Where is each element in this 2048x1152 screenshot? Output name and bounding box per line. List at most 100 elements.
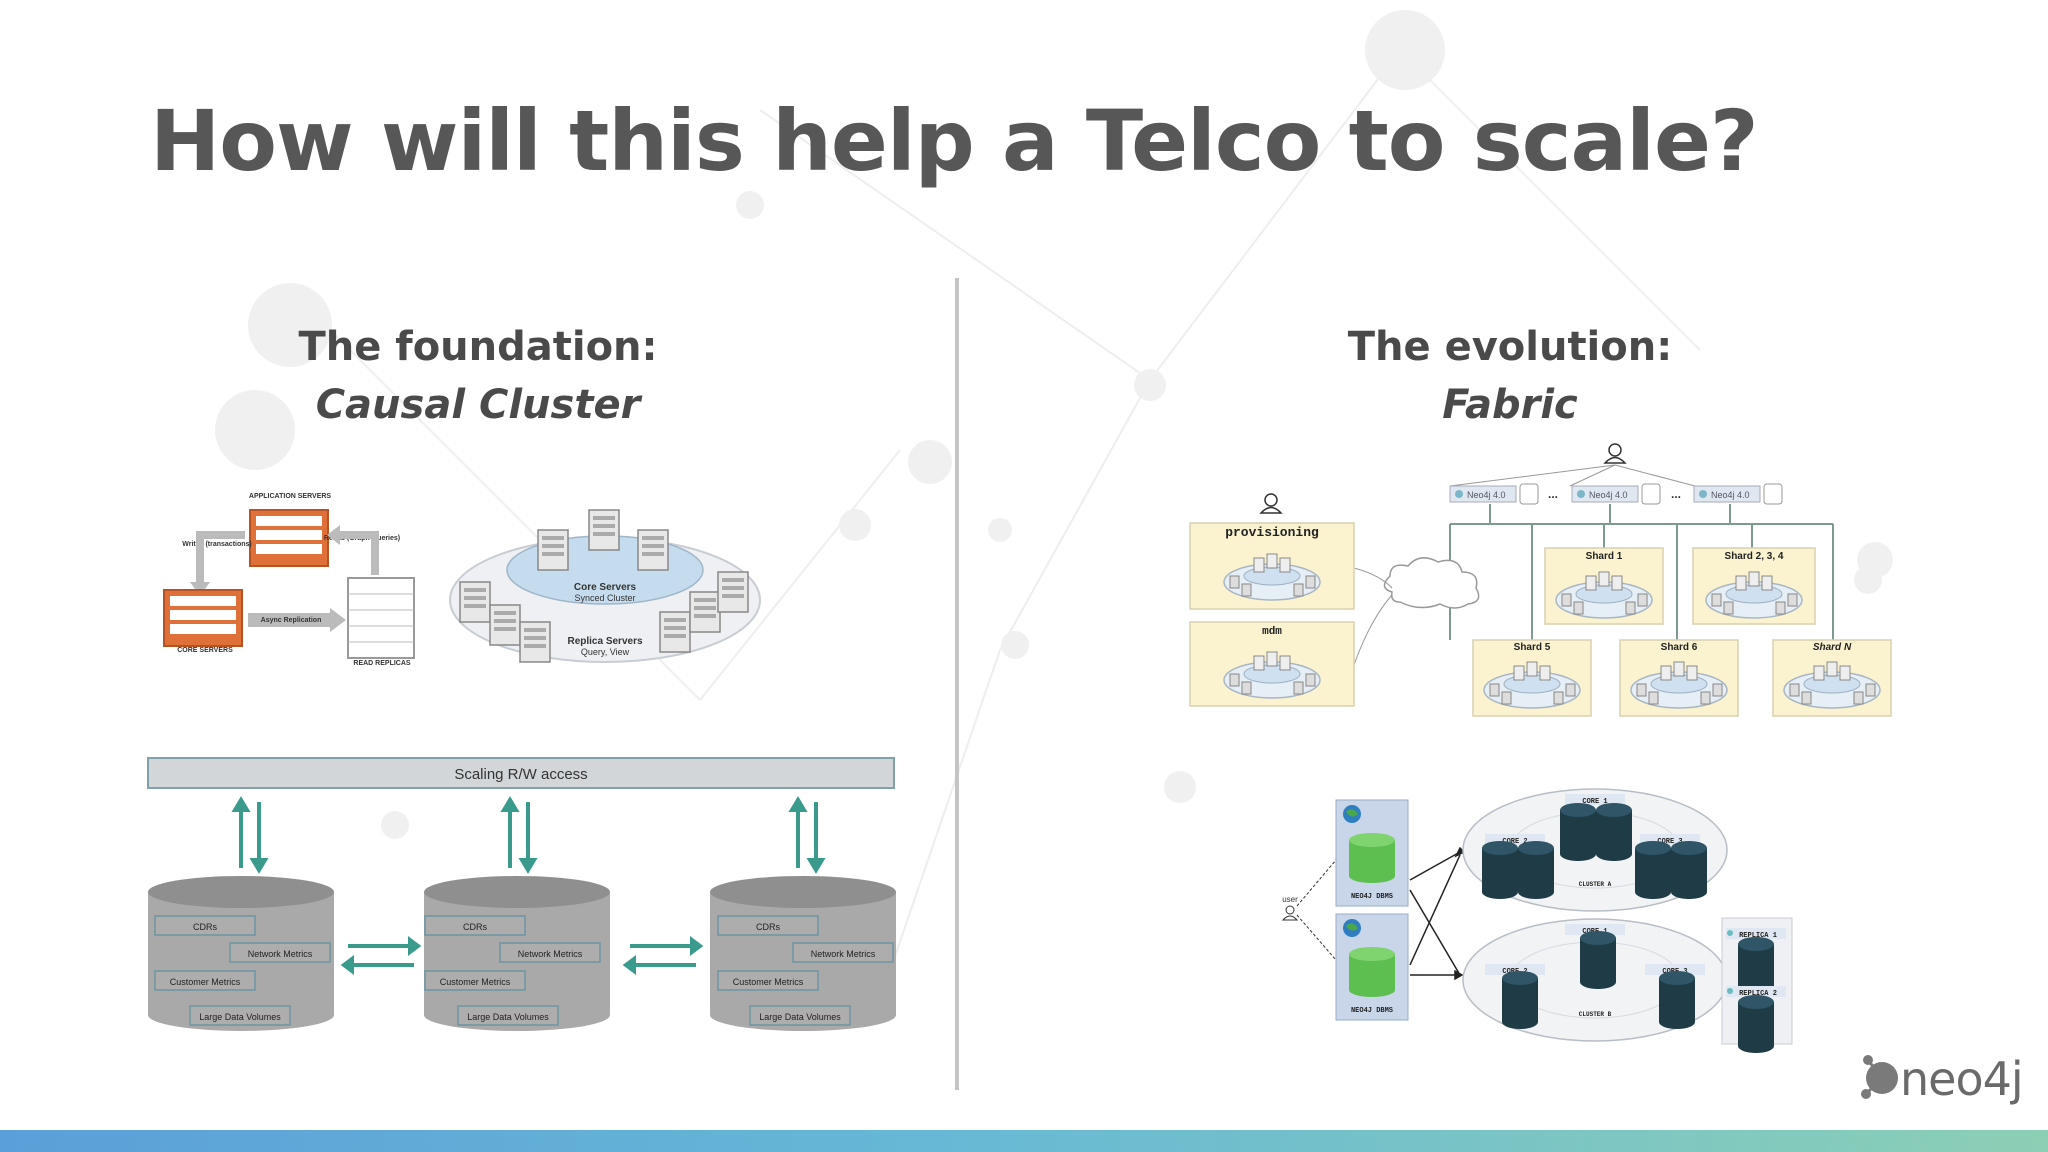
- database-cylinder: CDRs Network Metrics Customer Metrics La…: [710, 876, 896, 1031]
- shard-node: Shard 5: [1472, 639, 1592, 717]
- right-heading-line: The evolution:: [1347, 324, 1673, 370]
- multi-cluster-diagram: NEO4J DBMS NEO4J DBMS user: [1281, 788, 1793, 1053]
- provisioning-label: provisioning: [1225, 525, 1319, 540]
- shard-node: Shard N: [1772, 639, 1892, 717]
- core-label: CORE 3: [1657, 838, 1682, 846]
- dbms-label: NEO4J DBMS: [1351, 1007, 1393, 1015]
- replica-server-icon: [659, 611, 691, 653]
- db-label: Network Metrics: [248, 949, 313, 959]
- cluster-label: CLUSTER A: [1579, 881, 1612, 888]
- replica-server-icon: [459, 581, 491, 623]
- replica-server-icon: [717, 571, 749, 613]
- core-servers-title: Core Servers: [574, 582, 637, 593]
- application-servers-icon: [249, 509, 329, 567]
- footer-bar: [0, 1130, 2048, 1152]
- user-icon: [1259, 493, 1283, 514]
- shard-label: Shard 1: [1586, 551, 1623, 562]
- left-subheading: Causal Cluster: [315, 382, 641, 428]
- db-label: CDRs: [193, 922, 217, 932]
- replica-label: REPLICA 1: [1739, 932, 1777, 940]
- db-label: CDRs: [463, 922, 487, 932]
- fabric-diagram: Neo4j 4.0 ... Neo4j 4.0 ... Neo4j 4.0: [1189, 443, 1892, 717]
- db-label: Network Metrics: [811, 949, 876, 959]
- mdm-node: mdm: [1189, 621, 1355, 707]
- core-server-icon: [637, 529, 669, 571]
- shard-label: Shard 6: [1661, 642, 1698, 653]
- scaling-bar: [147, 757, 895, 789]
- read-replicas-icon: [347, 577, 415, 659]
- cluster-b: CORE 1 CORE 2 CORE 3 CLUSTER B: [1462, 918, 1728, 1042]
- ellipsis: ...: [1671, 487, 1681, 501]
- db-label: Large Data Volumes: [759, 1012, 841, 1022]
- shard-label: Shard N: [1813, 642, 1852, 653]
- reads-arrow: [338, 531, 379, 575]
- shard-label: Shard 5: [1514, 642, 1551, 653]
- core-servers-label: CORE SERVERS: [177, 647, 233, 654]
- db-label: CDRs: [756, 922, 780, 932]
- shard-node: Shard 6: [1619, 639, 1739, 717]
- replica-server-icon: [519, 621, 551, 663]
- dbms-label: NEO4J DBMS: [1351, 893, 1393, 901]
- scaling-diagram: Scaling R/W access CDRs Network Metrics …: [147, 757, 896, 1031]
- database-cylinder: CDRs Network Metrics Customer Metrics La…: [148, 876, 334, 1031]
- writes-label: Writes (transactions): [182, 541, 252, 548]
- dbms-cluster-links: [1409, 846, 1466, 981]
- neo4j-label: Neo4j 4.0: [1467, 490, 1506, 500]
- neo4j-dbms: NEO4J DBMS: [1335, 799, 1409, 907]
- core-replica-ring-diagram: Core Servers Synced Cluster Replica Serv…: [449, 509, 761, 663]
- cluster-label: CLUSTER B: [1579, 1011, 1612, 1018]
- shard-node: Shard 2, 3, 4: [1692, 547, 1816, 625]
- neo4j-dbms: NEO4J DBMS: [1335, 913, 1409, 1021]
- replica-servers-sub: Query, View: [581, 647, 630, 657]
- core-servers-sub: Synced Cluster: [574, 593, 635, 603]
- scaling-bar-label: Scaling R/W access: [454, 766, 587, 783]
- database-cylinder: CDRs Network Metrics Customer Metrics La…: [424, 876, 610, 1031]
- db-label: Customer Metrics: [440, 977, 511, 987]
- vertical-divider: [955, 278, 959, 1090]
- shard-label: Shard 2, 3, 4: [1725, 551, 1784, 562]
- db-label: Customer Metrics: [733, 977, 804, 987]
- page-title: How will this help a Telco to scale?: [150, 92, 1759, 190]
- cloud-icon: [1383, 557, 1480, 609]
- db-label: Network Metrics: [518, 949, 583, 959]
- core-label: CORE 2: [1502, 838, 1527, 846]
- async-replication-label: Async Replication: [261, 617, 322, 624]
- vertical-arrows: [231, 796, 826, 874]
- db-label: Large Data Volumes: [467, 1012, 549, 1022]
- core-server-icon: [588, 509, 620, 551]
- neo4j-instance: Neo4j 4.0: [1449, 483, 1539, 505]
- left-heading: The foundation: Causal Cluster: [128, 318, 828, 434]
- read-replicas-label: READ REPLICAS: [353, 660, 411, 667]
- user-icon: [1281, 905, 1299, 921]
- horizontal-arrows: [340, 936, 704, 975]
- shard-node: Shard 1: [1544, 547, 1664, 625]
- replica-server-icon: [689, 591, 721, 633]
- writes-arrow: [196, 531, 245, 585]
- replica-servers-title: Replica Servers: [567, 636, 642, 647]
- user-icon: [1603, 443, 1627, 464]
- replica-label: REPLICA 2: [1739, 990, 1777, 998]
- neo4j-instance: Neo4j 4.0: [1571, 483, 1661, 505]
- neo4j-label: Neo4j 4.0: [1589, 490, 1628, 500]
- cluster-a: CORE 1 CORE 2 CORE 3 CLUSTER A: [1462, 788, 1728, 912]
- db-label: Large Data Volumes: [199, 1012, 281, 1022]
- replicas-group: REPLICA 1 REPLICA 2: [1721, 917, 1793, 1053]
- replica-server-icon: [489, 604, 521, 646]
- neo4j-logo: neo4j: [1900, 1052, 2024, 1106]
- application-servers-label: APPLICATION SERVERS: [249, 493, 332, 500]
- core-label: CORE 1: [1582, 798, 1607, 806]
- neo4j-logo-icon: [1861, 1055, 1898, 1099]
- neo4j-label: Neo4j 4.0: [1711, 490, 1750, 500]
- causal-cluster-flow-diagram: APPLICATION SERVERS Writes (transactions…: [163, 493, 415, 667]
- ellipsis: ...: [1548, 487, 1558, 501]
- user-label: user: [1282, 895, 1298, 904]
- db-label: Customer Metrics: [170, 977, 241, 987]
- right-subheading: Fabric: [1442, 382, 1578, 428]
- neo4j-instance: Neo4j 4.0: [1693, 483, 1783, 505]
- provisioning-node: provisioning: [1189, 522, 1355, 610]
- core-server-icon: [537, 529, 569, 571]
- left-heading-line: The foundation:: [298, 324, 658, 370]
- mdm-label: mdm: [1262, 626, 1282, 638]
